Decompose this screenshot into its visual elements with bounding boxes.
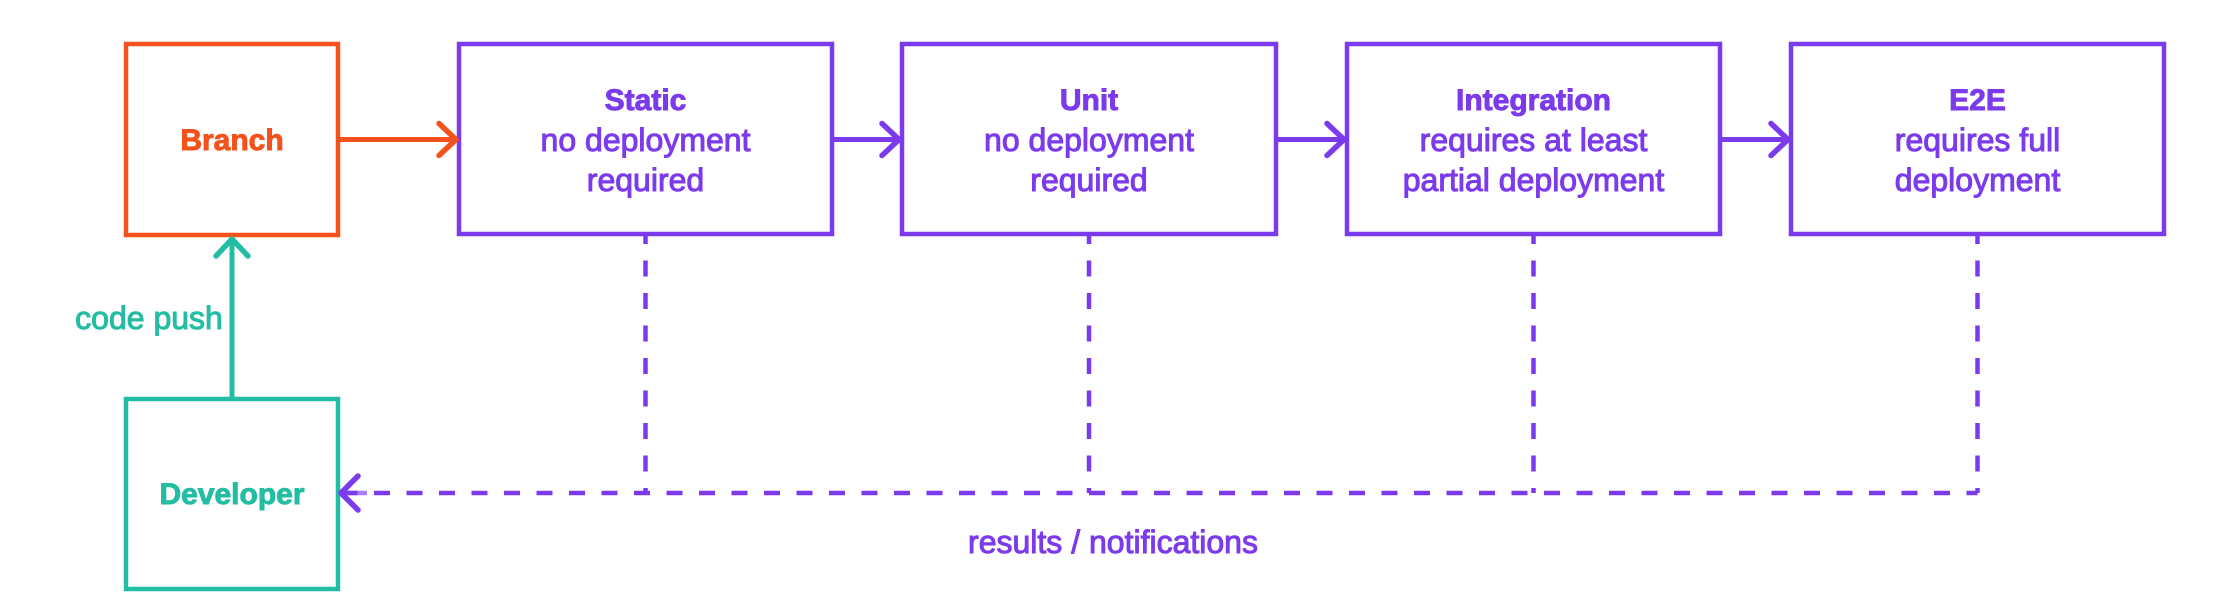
svg-text:Integration: Integration: [1456, 84, 1611, 117]
svg-text:requires full: requires full: [1895, 122, 2060, 158]
svg-text:code push: code push: [75, 300, 223, 336]
svg-text:Branch: Branch: [180, 124, 283, 157]
svg-text:Unit: Unit: [1060, 84, 1118, 117]
svg-text:Developer: Developer: [159, 478, 304, 511]
svg-text:no deployment: no deployment: [541, 122, 751, 158]
svg-text:no deployment: no deployment: [984, 122, 1194, 158]
svg-text:required: required: [587, 162, 704, 198]
svg-text:required: required: [1030, 162, 1147, 198]
svg-text:results / notifications: results / notifications: [968, 524, 1258, 560]
svg-text:Static: Static: [605, 84, 687, 117]
svg-text:E2E: E2E: [1949, 84, 2006, 117]
svg-text:deployment: deployment: [1895, 162, 2061, 198]
svg-text:requires at least: requires at least: [1420, 122, 1648, 158]
svg-text:partial deployment: partial deployment: [1403, 162, 1665, 198]
